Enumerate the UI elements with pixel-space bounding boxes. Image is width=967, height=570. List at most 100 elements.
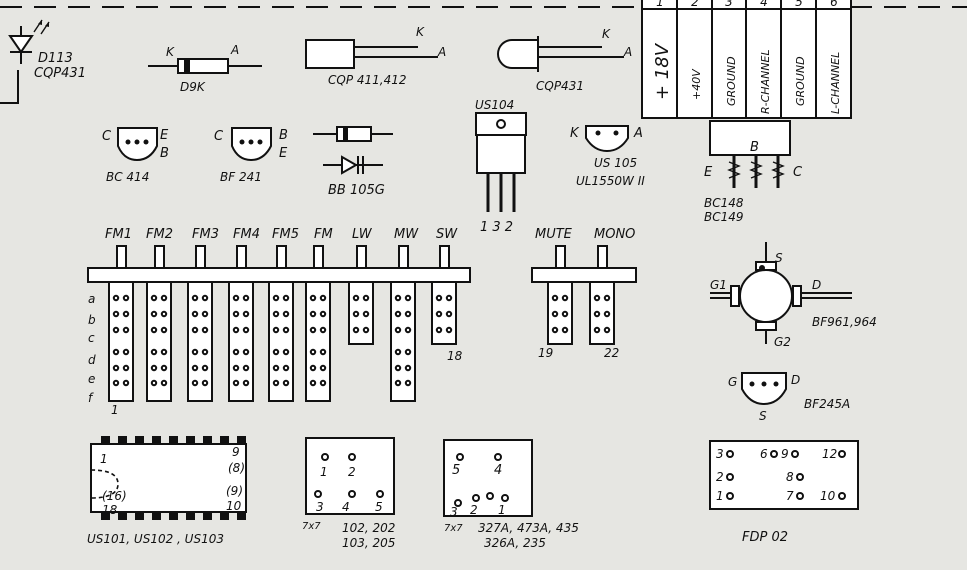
led-round xyxy=(497,36,624,72)
contact-dot xyxy=(445,294,453,302)
switch-label: MW xyxy=(394,227,419,242)
bc149-name: BC149 xyxy=(704,210,744,224)
mosfet-g1: G1 xyxy=(710,278,727,292)
mosfet-g2: G2 xyxy=(774,335,791,349)
pin-number: 6 xyxy=(830,0,838,9)
contact-dot xyxy=(282,326,290,334)
contact-dot xyxy=(191,348,199,356)
ic-pin xyxy=(152,512,161,520)
mosfet-name: BF961,964 xyxy=(812,315,877,329)
ic-pin xyxy=(203,512,212,520)
contact-dot xyxy=(232,326,240,334)
contact-block xyxy=(146,281,172,402)
contact-dot xyxy=(160,294,168,302)
contact-dot xyxy=(593,294,601,302)
d9k-k-label: K xyxy=(166,45,175,59)
contact-dot xyxy=(122,310,130,318)
fdp-pin1: 1 xyxy=(716,489,724,503)
contact-dot xyxy=(242,348,250,356)
fdp-name: FDP 02 xyxy=(742,530,788,545)
contact-dot xyxy=(309,364,317,372)
contact-dot xyxy=(394,326,402,334)
contact-dot xyxy=(319,348,327,356)
led-code: CQP431 xyxy=(34,66,86,81)
pin-label-22: 22 xyxy=(604,346,619,360)
contact-dot xyxy=(272,310,280,318)
contact-dot xyxy=(282,379,290,387)
switch-button xyxy=(195,245,206,269)
contact-dot xyxy=(282,348,290,356)
contact-dot xyxy=(160,379,168,387)
ic-pin xyxy=(118,436,127,444)
switch-button xyxy=(398,245,409,269)
regulator-us104 xyxy=(475,112,527,212)
signal-label: L-CHANNEL xyxy=(829,52,842,114)
contact-dot xyxy=(191,379,199,387)
pkgb-pin2: 2 xyxy=(470,503,478,517)
row-label: c xyxy=(88,331,95,345)
contact-dot xyxy=(593,326,601,334)
ic-pin xyxy=(152,436,161,444)
signal-label: +40V xyxy=(690,68,703,100)
contact-dot xyxy=(160,364,168,372)
contact-dot xyxy=(404,364,412,372)
contact-dot xyxy=(272,326,280,334)
pkgb-name1: 327A, 473A, 435 xyxy=(478,521,579,535)
us104-name: US104 xyxy=(475,98,514,112)
contact-dot xyxy=(242,364,250,372)
dip-pin9: 9 xyxy=(232,445,240,459)
contact-dot xyxy=(160,348,168,356)
contact-dot xyxy=(191,364,199,372)
contact-dot xyxy=(160,326,168,334)
frame-line xyxy=(0,70,19,104)
contact-dot xyxy=(112,348,120,356)
row-label: b xyxy=(88,313,96,327)
contact-dot xyxy=(272,379,280,387)
us105-k: K xyxy=(570,126,580,141)
pin-number: 1 xyxy=(656,0,664,9)
switch-bank xyxy=(87,245,471,402)
contact-dot xyxy=(122,379,130,387)
pkgb-name2: 326A, 235 xyxy=(484,536,546,550)
pkga-name1: 102, 202 xyxy=(342,521,395,535)
contact-dot xyxy=(394,310,402,318)
pkgb-size: 7x7 xyxy=(444,523,463,534)
bc414-name: BC 414 xyxy=(106,170,149,184)
contact-dot xyxy=(232,379,240,387)
contact-dot xyxy=(150,364,158,372)
pkga-pin5: 5 xyxy=(375,500,383,514)
fdp-pin7: 7 xyxy=(786,489,794,503)
fet-name: BF245A xyxy=(804,397,850,411)
round-led-a: A xyxy=(623,45,632,59)
mosfet-d: D xyxy=(812,278,821,292)
contact-dot xyxy=(445,326,453,334)
pin-label-1: 1 xyxy=(111,403,119,417)
switch-button xyxy=(236,245,247,269)
fet-d: D xyxy=(791,373,800,387)
contact-dot xyxy=(394,294,402,302)
switch-button xyxy=(276,245,287,269)
switch-button xyxy=(356,245,367,269)
pkgb-pin4: 4 xyxy=(494,463,502,478)
contact-dot xyxy=(150,379,158,387)
contact-block xyxy=(108,281,134,402)
pin-label-19: 19 xyxy=(538,346,553,360)
contact-dot xyxy=(352,326,360,334)
ic-pin xyxy=(220,512,229,520)
bf241-c: C xyxy=(214,129,224,144)
fet-bf245a xyxy=(741,372,787,406)
row-label: d xyxy=(88,353,96,367)
contact-dot xyxy=(242,310,250,318)
contact-dot xyxy=(404,379,412,387)
contact-dot xyxy=(160,310,168,318)
led-rectangular xyxy=(305,39,438,69)
us105-name: US 105 xyxy=(594,156,637,170)
row-label: a xyxy=(88,292,95,306)
contact-dot xyxy=(551,326,559,334)
rect-led-name: CQP 411,412 xyxy=(328,73,407,87)
pkga-pin3: 3 xyxy=(316,500,324,514)
contact-dot xyxy=(232,294,240,302)
switch-button xyxy=(116,245,127,269)
row-label: e xyxy=(88,372,95,386)
contact-dot xyxy=(242,326,250,334)
